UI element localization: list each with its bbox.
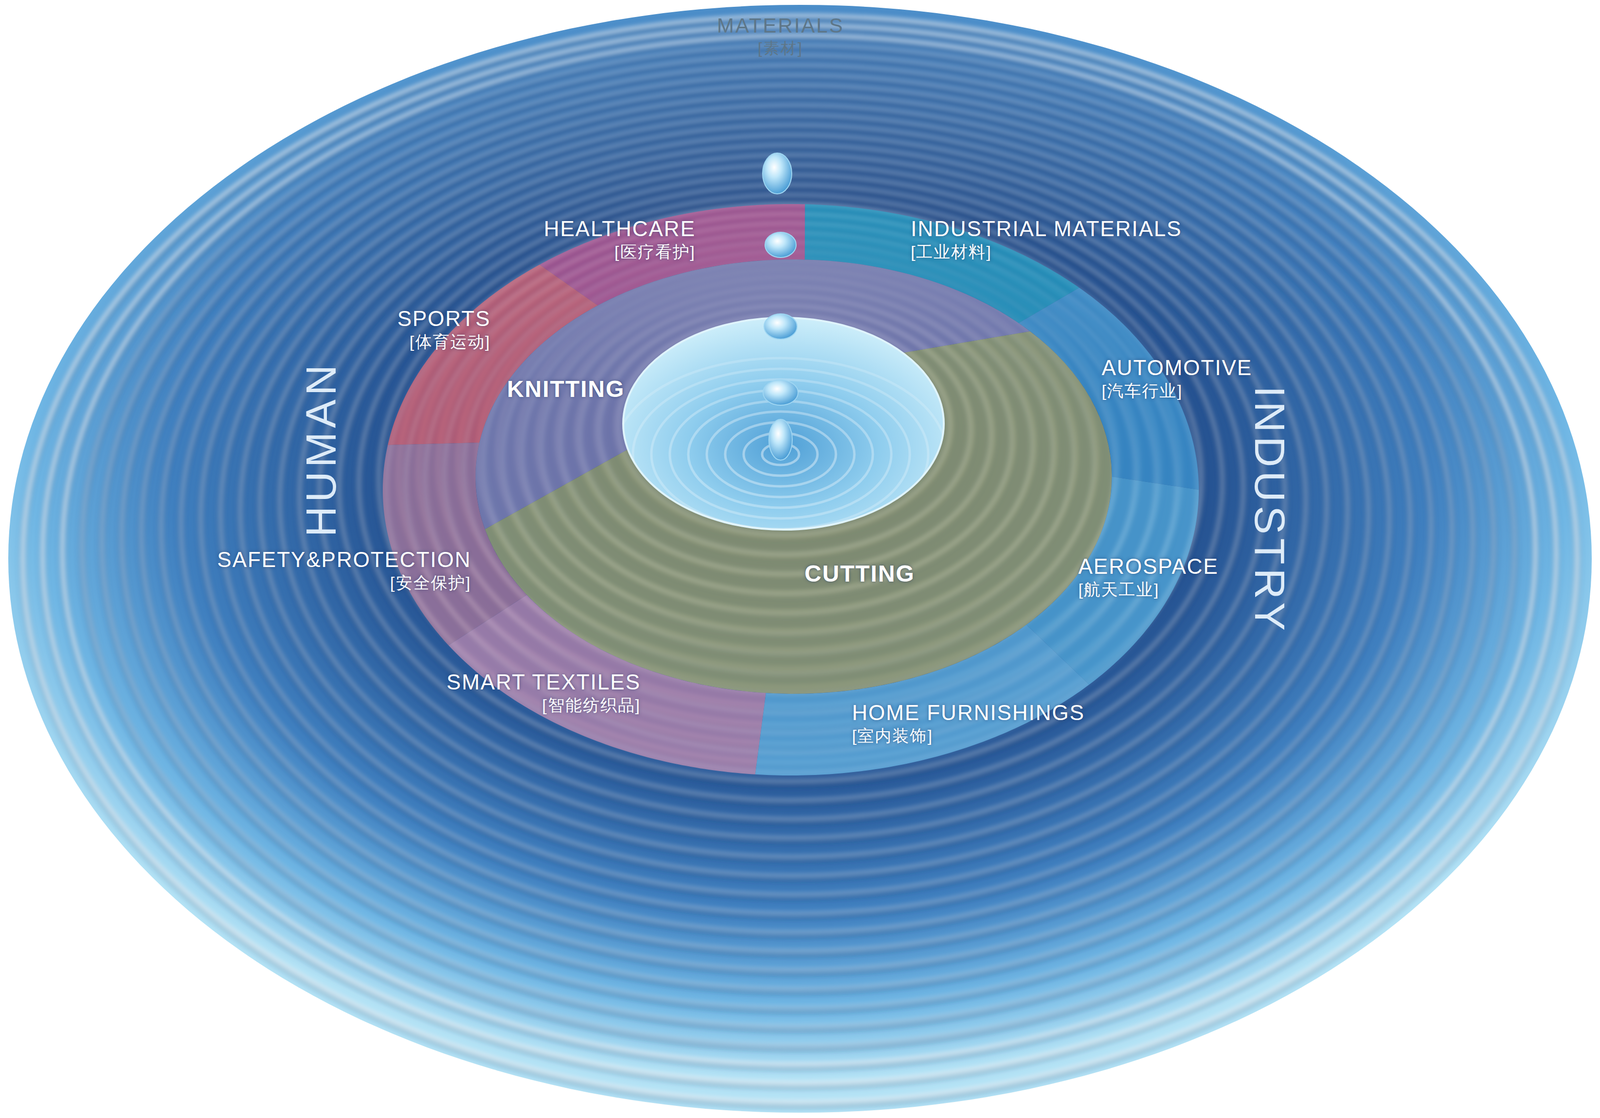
sector-name: SPORTS: [397, 306, 491, 332]
water-drop: [763, 379, 799, 406]
process-name: KNITTING: [507, 374, 626, 404]
segment-label-box: HOME FURNISHINGS[室内装饰]: [851, 699, 1085, 746]
ripple: [386, 204, 1198, 773]
ripple: [161, 88, 1431, 973]
ripple: [502, 259, 1074, 654]
ripple: [102, 58, 1494, 1030]
sector-name: AEROSPACE: [1078, 553, 1219, 580]
segment-label-box: SAFETY&PROTECTION[安全保护]: [217, 546, 472, 593]
ripple: [220, 118, 1369, 917]
ripple: [614, 357, 947, 551]
ripple: [22, 18, 1578, 1105]
ripple: [161, 85, 1431, 971]
ripple: [706, 411, 855, 497]
segment-label-box: INDUSTRIAL MATERIALS[工业材料]: [910, 216, 1182, 262]
sector-name-chinese: [汽车行业]: [1101, 380, 1253, 401]
ripple: [62, 38, 1536, 1067]
ripple: [595, 304, 972, 555]
ripple: [339, 174, 1243, 800]
segment-label-box: AUTOMOTIVE[汽车行业]: [1101, 355, 1253, 401]
axis-label: INDUSTRY: [1243, 385, 1296, 635]
ripple: [405, 213, 1177, 753]
ripple: [42, 28, 1557, 1087]
segment-label-box: CUTTING: [804, 559, 915, 588]
ripple: [615, 314, 952, 536]
ripple: [425, 222, 1157, 733]
ripple: [42, 25, 1557, 1084]
ripple: [576, 297, 993, 577]
ripple: [240, 127, 1348, 897]
ripple: [599, 306, 971, 555]
water-drop: [765, 232, 797, 258]
segment-label-box: KNITTING: [507, 374, 626, 404]
ripple: [541, 278, 1033, 614]
ripple: [121, 65, 1474, 1007]
ripple: [688, 400, 873, 508]
ripple: [82, 48, 1515, 1049]
ripple: [102, 55, 1494, 1027]
ripple: [561, 288, 1012, 595]
ripple: [279, 145, 1306, 857]
segment-label-box: AEROSPACE[航天工业]: [1078, 553, 1219, 600]
title-label: MATERIALS: [716, 13, 845, 38]
title-label: [素材]: [757, 38, 804, 58]
sector-name-chinese: [工业材料]: [910, 241, 1182, 262]
ripple: [619, 315, 950, 535]
ripple: [632, 368, 929, 540]
ripple: [463, 241, 1115, 694]
ripple: [22, 15, 1578, 1102]
segment-label-box: HEALTHCARE[医疗看护]: [543, 216, 696, 262]
ripple: [358, 185, 1223, 782]
sector-name-chinese: [航天工业]: [1078, 579, 1219, 600]
sector-name: INDUSTRIAL MATERIALS: [910, 216, 1182, 242]
ripple: [240, 124, 1348, 894]
segment-label-box: SPORTS[体育运动]: [397, 306, 491, 352]
ripple: [141, 75, 1452, 989]
sector-name: HEALTHCARE: [543, 216, 696, 242]
sector-name: SAFETY&PROTECTION: [217, 546, 472, 573]
ripple: [483, 250, 1095, 674]
ripple: [62, 35, 1536, 1064]
ripple: [200, 108, 1390, 936]
ripple: [220, 115, 1369, 914]
ripple: [444, 232, 1136, 714]
sector-name: HOME FURNISHINGS: [851, 699, 1085, 726]
sector-name: SMART TEXTILES: [446, 669, 641, 696]
ripple: [181, 98, 1411, 954]
sector-name: AUTOMOTIVE: [1101, 355, 1253, 381]
ripple: [669, 390, 892, 519]
center-pool: [623, 317, 944, 530]
segment-label-box: SMART TEXTILES[智能纺织品]: [446, 669, 641, 715]
water-disc: [8, 4, 1592, 1113]
sector-name-chinese: [智能纺织品]: [446, 695, 641, 715]
ripple: [522, 269, 1054, 634]
water-drop: [762, 153, 792, 194]
process-name: CUTTING: [804, 559, 915, 588]
ripple: [82, 45, 1515, 1046]
ripple: [319, 165, 1265, 819]
sector-name-chinese: [医疗看护]: [543, 241, 696, 262]
sector-name-chinese: [安全保护]: [217, 572, 472, 593]
ripple: [299, 154, 1286, 838]
ripple: [651, 379, 910, 529]
water-drop: [764, 313, 798, 340]
axis-label: HUMAN: [295, 360, 347, 538]
sector-name-chinese: [体育运动]: [397, 331, 491, 352]
ripple: [181, 95, 1411, 951]
ripple: [141, 78, 1452, 992]
ripple: [580, 297, 991, 575]
ripple: [121, 68, 1474, 1010]
sector-name-chinese: [室内装饰]: [851, 725, 1085, 746]
water-drop: [768, 419, 793, 460]
ripple: [259, 135, 1327, 876]
ripple: [200, 105, 1390, 933]
